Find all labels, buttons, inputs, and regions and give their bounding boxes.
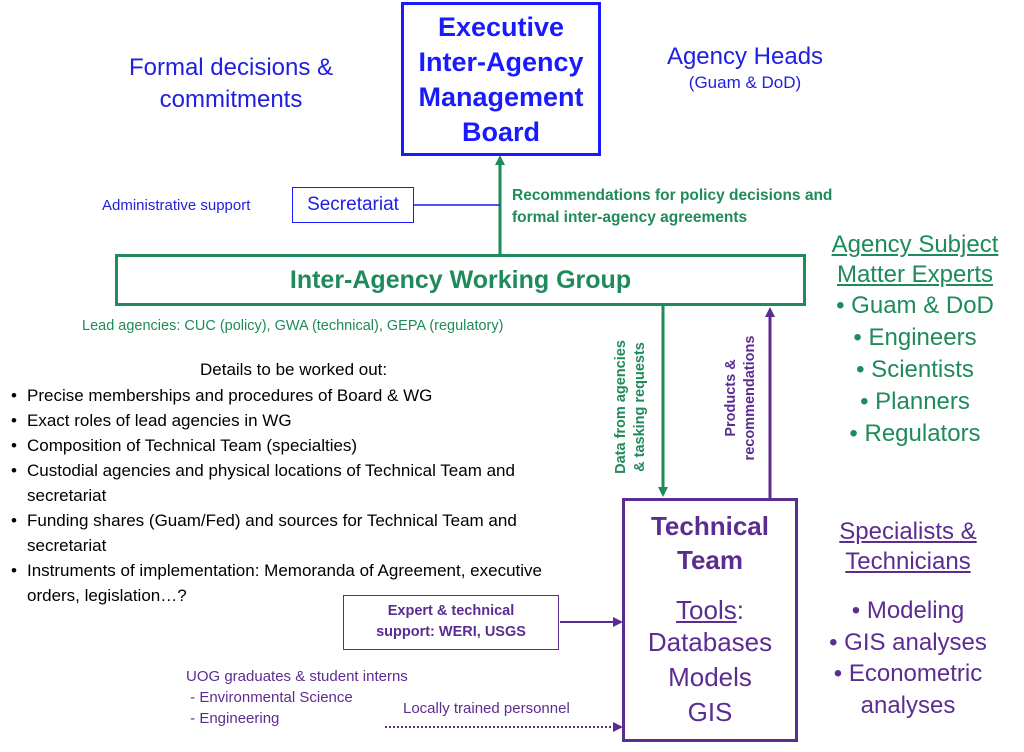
- board-title-line-4: Board: [461, 117, 540, 147]
- data-from-agencies-label: Data from agencies & tasking requests: [613, 340, 648, 474]
- details-list: Precise memberships and procedures of Bo…: [5, 383, 595, 608]
- agency-heads-subtitle: (Guam & DoD): [688, 73, 802, 92]
- executive-board-box: Executive Inter-Agency Management Board: [401, 2, 601, 156]
- list-item: GIS: [687, 697, 733, 727]
- list-item: Custodial agencies and physical location…: [5, 458, 572, 508]
- tools-heading: Tools:: [676, 595, 744, 625]
- formal-decisions-label: Formal decisions & commitments: [128, 54, 334, 113]
- list-item: • Regulators: [849, 420, 981, 447]
- list-item: Precise memberships and procedures of Bo…: [5, 383, 595, 408]
- agency-heads-title: Agency Heads: [666, 43, 824, 70]
- list-item: Exact roles of lead agencies in WG: [5, 408, 595, 433]
- working-group-box: Inter-Agency Working Group: [115, 254, 806, 306]
- subject-experts-list: • Guam & DoD • Engineers • Scientists • …: [815, 290, 1015, 450]
- board-title-line-3: Management: [418, 82, 584, 112]
- subject-experts-heading: Agency Subject Matter Experts: [831, 231, 999, 288]
- details-heading: Details to be worked out:: [200, 360, 388, 379]
- uog-label: UOG graduates & student interns - Enviro…: [186, 666, 408, 729]
- locally-trained-label: Locally trained personnel: [403, 700, 570, 717]
- specialists-panel: Specialists & Technicians • Modeling • G…: [808, 517, 1008, 721]
- list-item: Models: [668, 662, 752, 692]
- secretariat-box: Secretariat: [292, 187, 414, 223]
- list-item: - Environmental Science: [186, 689, 353, 706]
- list-item: analyses: [860, 691, 956, 719]
- expert-support-box: Expert & technical support: WERI, USGS: [343, 595, 559, 650]
- products-recommendations-label: Products & recommendations: [723, 335, 758, 461]
- lead-agencies-label: Lead agencies: CUC (policy), GWA (techni…: [82, 318, 504, 334]
- list-item: • GIS analyses: [829, 628, 987, 656]
- technical-team-title: Technical Team: [650, 511, 769, 575]
- technical-team-box: Technical Team Tools: Databases Models G…: [622, 498, 798, 742]
- recommendations-label: Recommendations for policy decisions and…: [512, 187, 833, 226]
- list-item: • Planners: [860, 388, 970, 415]
- list-item: • Econometric: [833, 660, 983, 687]
- uog-heading: UOG graduates & student interns: [186, 668, 408, 685]
- specialists-heading: Specialists & Technicians: [839, 518, 977, 575]
- board-title-line-1: Executive: [437, 12, 565, 42]
- list-item: • Scientists: [856, 356, 974, 383]
- list-item: • Modeling: [851, 597, 965, 624]
- list-item: • Engineers: [853, 324, 977, 351]
- list-item: Funding shares (Guam/Fed) and sources fo…: [5, 508, 587, 558]
- list-item: Databases: [647, 627, 773, 657]
- list-item: - Engineering: [186, 710, 280, 727]
- list-item: Composition of Technical Team (specialti…: [5, 433, 595, 458]
- list-item: Instruments of implementation: Memoranda…: [5, 558, 572, 608]
- specialists-list: • Modeling • GIS analyses • Econometric …: [808, 595, 1008, 721]
- subject-experts-panel: Agency Subject Matter Experts • Guam & D…: [815, 230, 1015, 450]
- tools-list: Databases Models GIS: [625, 625, 795, 730]
- agency-heads-label: Agency Heads (Guam & DoD): [640, 42, 850, 94]
- admin-support-label: Administrative support: [102, 197, 251, 214]
- list-item: • Guam & DoD: [836, 292, 994, 319]
- board-title-line-2: Inter-Agency: [418, 47, 584, 77]
